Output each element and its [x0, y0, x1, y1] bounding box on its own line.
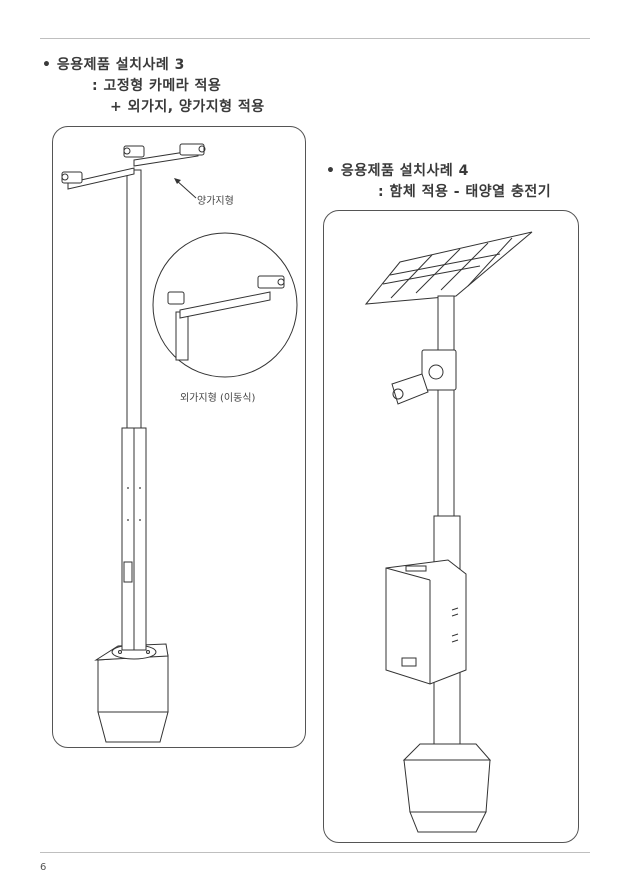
section4-title: • 응용제품 설치사례 4 [326, 163, 469, 179]
section3-subtitle-2: + 외가지, 양가지형 적용 [110, 99, 265, 115]
pole-upper-section-4 [437, 295, 455, 517]
single-arm-label: 외가지형 (이동식) [180, 393, 256, 404]
section4-subtitle: : 함체 적용 - 태양열 충전기 [378, 184, 552, 200]
section3-subtitle: : 고정형 카메라 적용 [92, 78, 222, 94]
section3-title: • 응용제품 설치사례 3 [42, 57, 185, 73]
single-arm-detail-illustration [152, 232, 298, 378]
camera-top-icon [123, 145, 145, 158]
bullet-camera-icon [391, 373, 429, 405]
page-number: 6 [40, 862, 47, 873]
camera-mount-box [421, 349, 457, 391]
access-door [123, 561, 133, 583]
solar-panel [364, 231, 533, 305]
example3-panel [52, 126, 306, 748]
left-arm [67, 167, 135, 190]
camera-left-icon [61, 171, 83, 184]
camera-right-icon [179, 143, 206, 156]
double-arm-pole-illustration [61, 143, 206, 743]
solar-pole-illustration [364, 231, 533, 833]
bottom-rule [40, 852, 590, 853]
equipment-enclosure [385, 559, 467, 685]
top-rule [40, 38, 590, 39]
double-arm-label: 양가지형 [197, 196, 234, 207]
pole-upper-section [126, 169, 142, 429]
pole-base-block [97, 654, 169, 713]
